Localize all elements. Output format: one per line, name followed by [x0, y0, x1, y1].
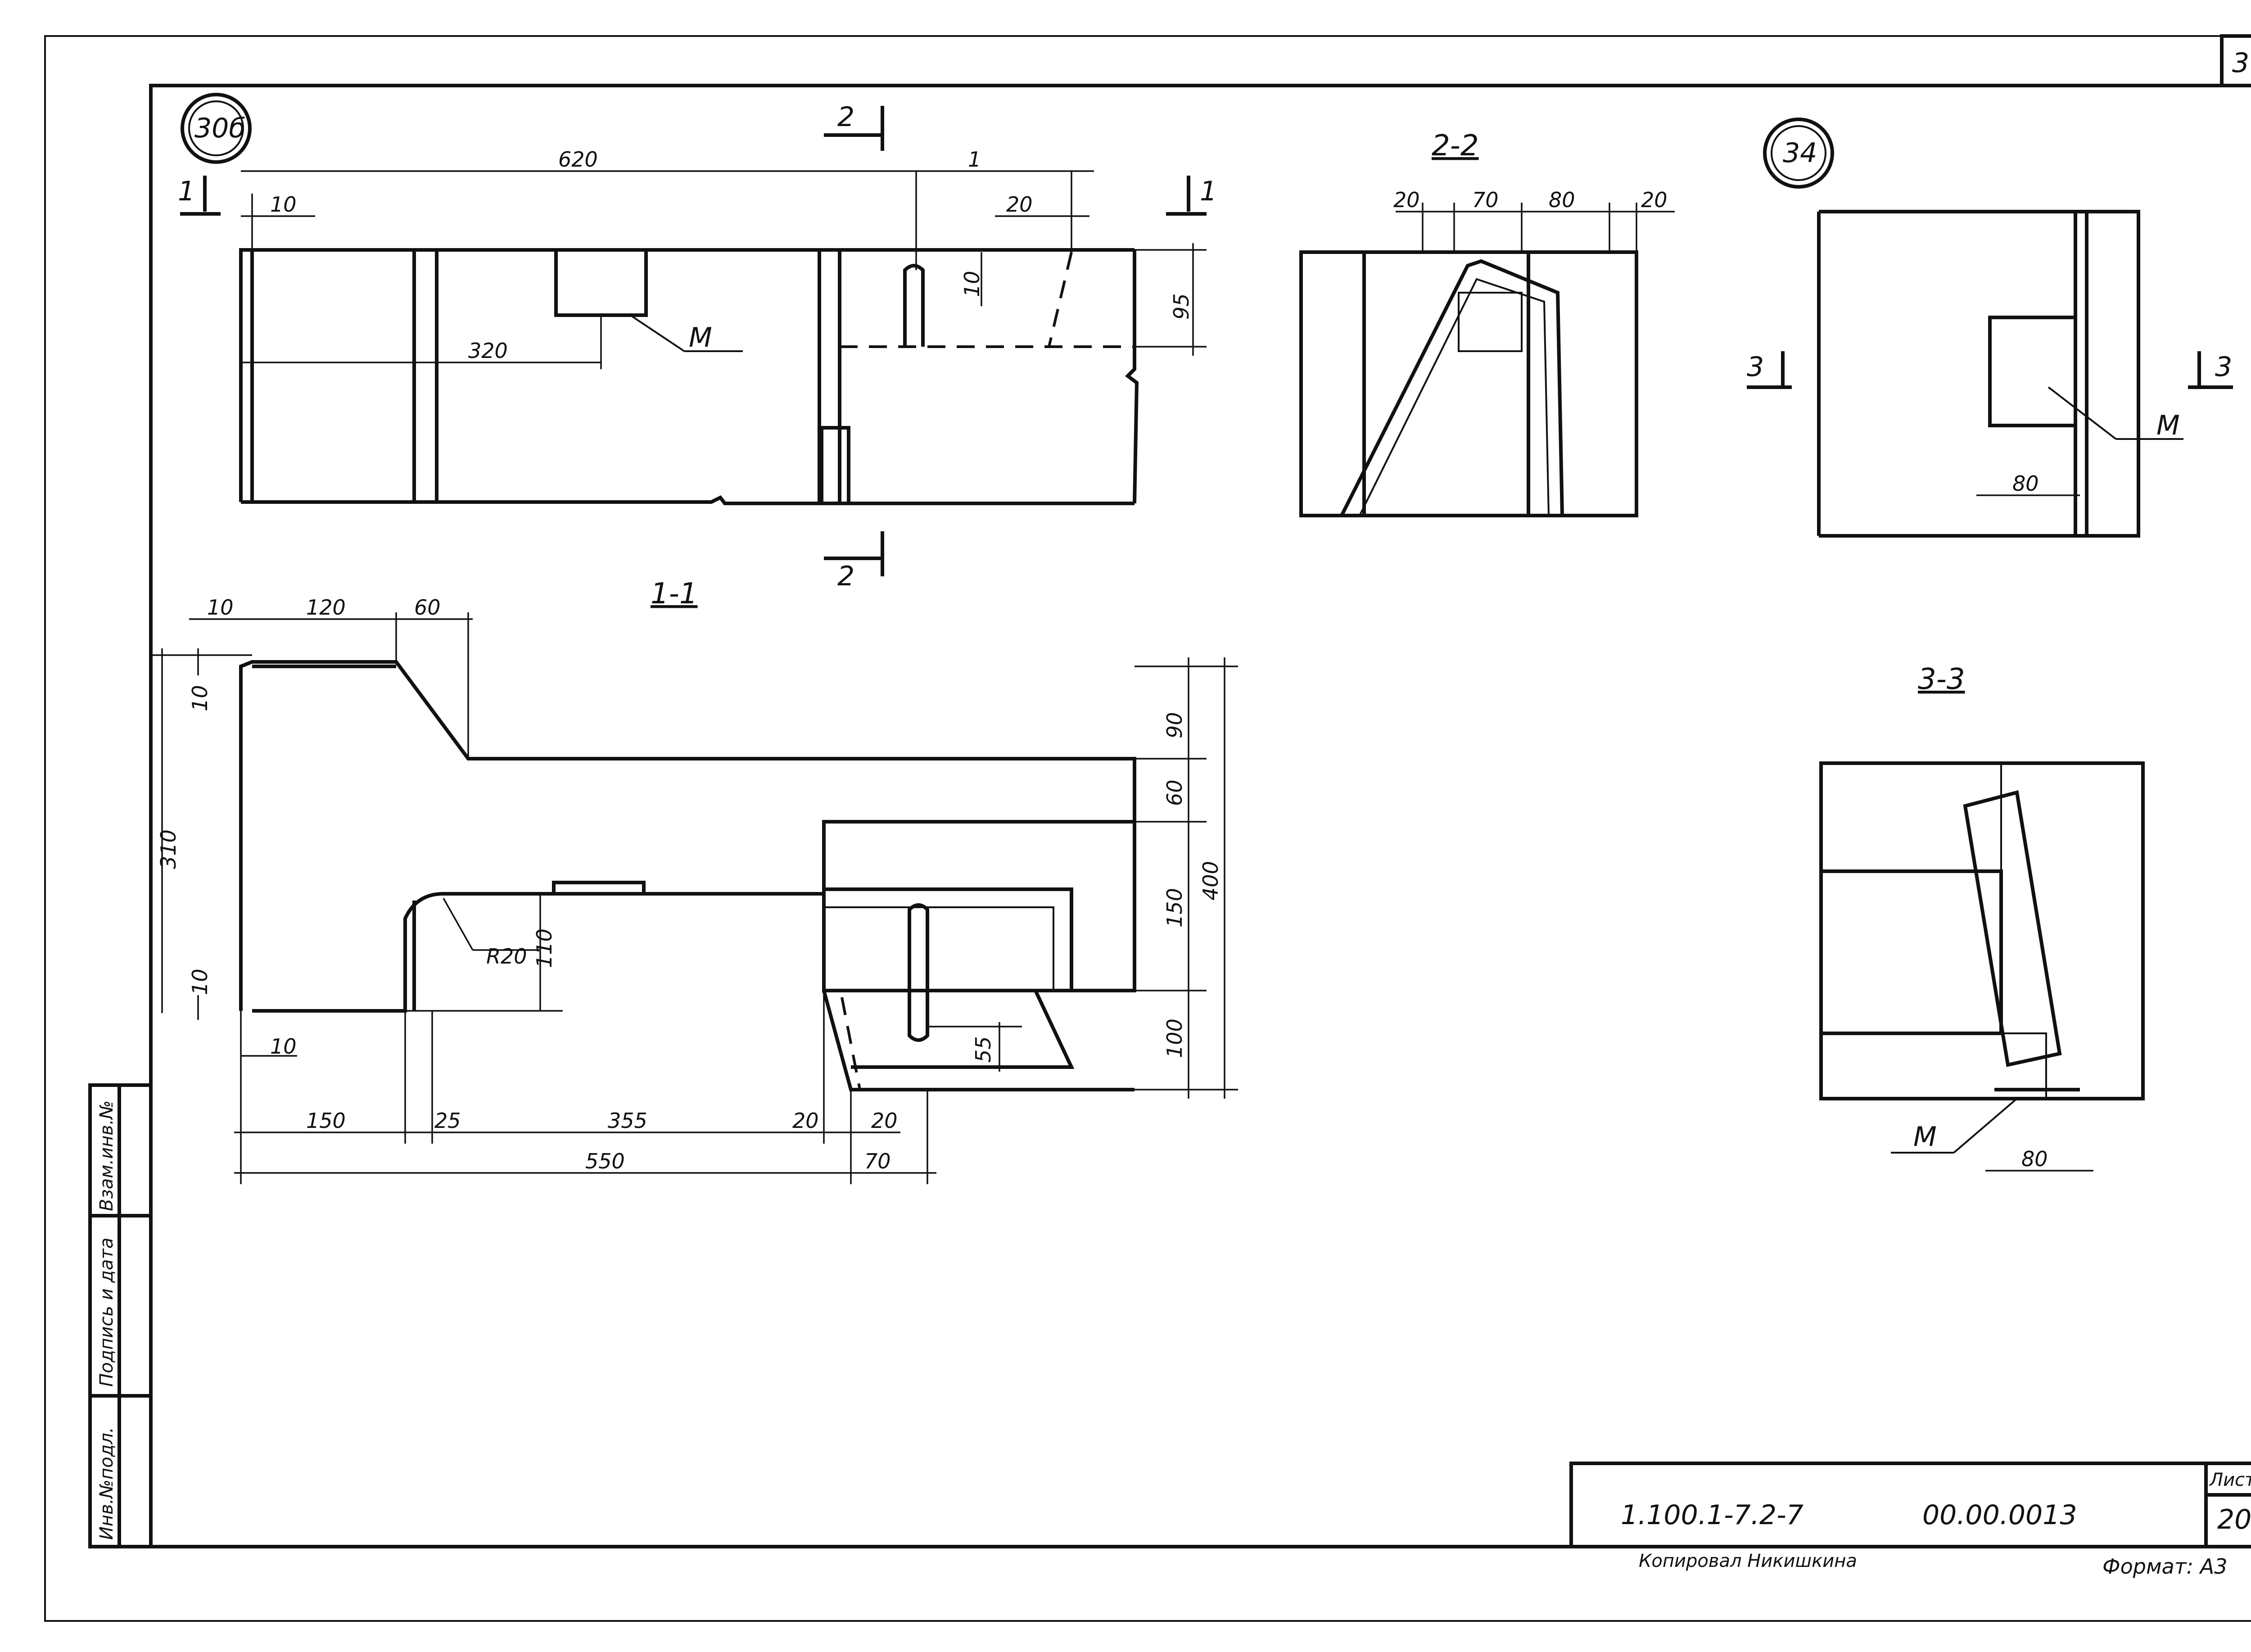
section-2-2: 2-2 20 70 80 20	[1299, 129, 1675, 517]
dim-1-1-100: 100	[1162, 1018, 1187, 1058]
section-title-2-2: 2-2	[1432, 129, 1479, 163]
drawing-code: 00.00.0013	[1922, 1499, 2077, 1531]
dim-1-1-10-bottom: 10	[270, 1034, 297, 1059]
cut-2-top: 2	[837, 101, 854, 133]
node-marker-30b: 30б	[194, 113, 245, 144]
designation: 1.100.1-7.2-7	[1621, 1499, 1804, 1531]
dim-2-2-80: 80	[1549, 188, 1575, 212]
section-3-3: 3-3 М 80	[1819, 663, 2145, 1172]
title-block: 1.100.1-7.2-7 00.00.0013 Лист 20 Копиров…	[1569, 1462, 2251, 1579]
node-marker-circle-30b	[181, 93, 252, 164]
dim-620: 620	[558, 147, 598, 172]
dim-1-1-25: 25	[434, 1109, 461, 1133]
node-marker-circle-34	[1763, 118, 1834, 189]
dim-1-1-400: 400	[1198, 861, 1223, 901]
dim-1-1-r20: R20	[486, 944, 527, 969]
dim-1-1-60-right: 60	[1162, 779, 1187, 806]
sheet-number: 20	[2217, 1504, 2251, 1535]
section-title-1-1: 1-1	[651, 577, 698, 611]
dim-1-1-550: 550	[585, 1149, 625, 1173]
dim-95: 95	[1169, 293, 1193, 320]
dim-2-2-70: 70	[1472, 188, 1499, 212]
dim-1-1-70: 70	[864, 1149, 891, 1173]
section-1-1: 1-1 310 10 10 10 120 60 10 R20	[151, 577, 1238, 1184]
dim-10-b: 10	[960, 271, 984, 297]
cut-2-bottom: 2	[837, 561, 854, 592]
dim-320: 320	[468, 339, 508, 363]
dim-1-1-20-a: 20	[792, 1109, 819, 1133]
sheet-label: Лист	[2209, 1470, 2251, 1490]
dim-1-1-150-bottom: 150	[306, 1109, 346, 1133]
dim-1-1-355: 355	[608, 1109, 647, 1133]
node-30b-view: 30б М 620 1 10 20 10	[178, 93, 1217, 592]
cut-1-right: 1	[1200, 176, 1217, 207]
dim-1-1-310: 310	[156, 829, 181, 869]
cut-3-left: 3	[1747, 351, 1764, 383]
copied-by: Копировал Никишкина	[1639, 1551, 1857, 1571]
dim-1-1-10-top: 10	[207, 595, 234, 620]
dim-1-1-90: 90	[1162, 712, 1187, 738]
dim-34-80: 80	[2012, 471, 2039, 496]
dim-1: 1	[968, 147, 981, 172]
node-marker-34: 34	[1783, 137, 1817, 169]
dim-2-2-20-b: 20	[1641, 188, 1668, 212]
embedded-part-m-34	[1988, 316, 2077, 427]
format-label: Формат: А3	[2102, 1554, 2227, 1579]
dim-10-a: 10	[270, 192, 297, 217]
inner-frame	[149, 84, 2251, 1548]
dim-1-1-60: 60	[414, 595, 441, 620]
dim-1-1-120: 120	[306, 595, 346, 620]
dim-1-1-110: 110	[532, 928, 556, 968]
dim-1-1-150-right: 150	[1162, 888, 1187, 928]
stamp-signature-label: Подпись и дата	[96, 1238, 117, 1387]
dim-1-1-55: 55	[971, 1036, 995, 1063]
stamp-inv-label: Инв.№подл.	[96, 1427, 117, 1540]
outer-frame	[44, 35, 2251, 1622]
stamp-replace-label: Взам.инв.№	[96, 1100, 117, 1211]
dim-3-3-80: 80	[2021, 1147, 2048, 1171]
dim-1-1-10-b: 10	[188, 969, 212, 995]
part-label-m-2: М	[2156, 410, 2180, 441]
node-34-view: 34 М 80 3 3	[1747, 118, 2233, 538]
part-label-m-1: М	[689, 322, 712, 353]
cut-1-left: 1	[178, 176, 195, 207]
part-label-m-3: М	[1913, 1121, 1937, 1153]
dim-20-a: 20	[1006, 192, 1033, 217]
page-number-box	[2220, 34, 2251, 87]
embedded-part-m	[554, 248, 648, 317]
dim-1-1-20-b: 20	[871, 1109, 898, 1133]
section-title-3-3: 3-3	[1918, 663, 1965, 696]
cut-3-right: 3	[2215, 351, 2232, 383]
page-number: 37	[2232, 47, 2251, 79]
side-stamp: Инв.№подл. Подпись и дата Взам.инв.№	[88, 1083, 153, 1548]
dim-2-2-20-a: 20	[1393, 188, 1420, 212]
dim-1-1-10-a: 10	[188, 685, 212, 711]
